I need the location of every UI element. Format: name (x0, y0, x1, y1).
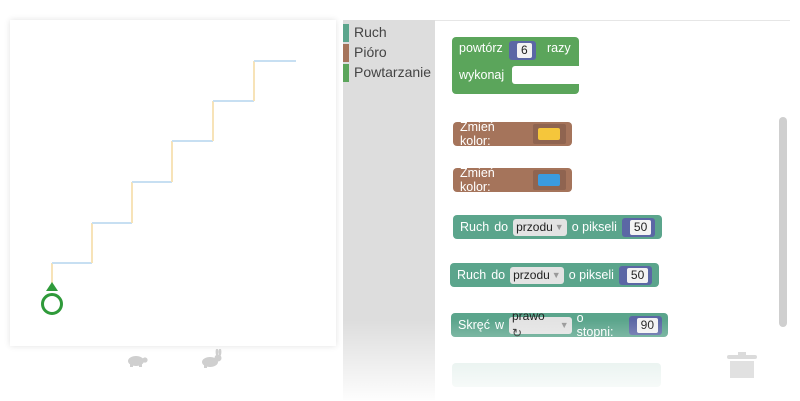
times-label: razy (547, 41, 571, 55)
category-color-swatch (343, 64, 349, 82)
distance-input[interactable]: 50 (621, 217, 656, 237)
degrees-label: o stopni: (576, 311, 614, 339)
direction-dropdown[interactable]: przodu▼ (513, 218, 567, 236)
color-picker[interactable] (532, 124, 566, 144)
set-color-label: Zmień kolor: (460, 120, 495, 148)
trash-icon[interactable] (725, 352, 759, 378)
repeat-count-input[interactable]: 6 (509, 41, 536, 60)
block-toolbox: Ruch Pióro Powtarzanie (343, 20, 435, 400)
move-label: Ruch (457, 268, 487, 282)
move-do-label: do (491, 268, 506, 282)
rabbit-icon[interactable] (198, 349, 224, 369)
move-block[interactable]: Ruch do przodu▼ o pikseli 50 (453, 215, 662, 239)
toolbox-category-pen[interactable]: Pióro (343, 42, 435, 62)
speed-control[interactable] (110, 347, 250, 371)
category-label: Ruch (354, 24, 387, 40)
category-label: Powtarzanie (354, 64, 432, 80)
staircase-drawing (41, 60, 296, 315)
turn-in-label: w (494, 318, 504, 332)
repeat-label: powtórz (459, 41, 503, 55)
toolbox-category-loops[interactable]: Powtarzanie (343, 62, 435, 82)
staircase-path (51, 60, 296, 283)
repeat-block[interactable]: powtórz 6 razy wykonaj (452, 37, 579, 94)
move-block-partial[interactable] (452, 363, 661, 387)
toolbox-category-movement[interactable]: Ruch (343, 22, 435, 42)
move-label: Ruch (460, 220, 490, 234)
set-color-block[interactable]: Zmień kolor: (453, 120, 572, 148)
move-do-label: do (494, 220, 509, 234)
category-color-swatch (343, 24, 349, 42)
turn-block[interactable]: Skręć w prawo ↻▼ o stopni: 90 (451, 309, 668, 340)
category-label: Pióro (354, 44, 387, 60)
color-picker[interactable] (532, 170, 566, 190)
turn-direction-dropdown[interactable]: prawo ↻▼ (508, 309, 572, 340)
color-swatch (538, 128, 561, 140)
workspace-scrollbar[interactable] (779, 117, 787, 327)
distance-input[interactable]: 50 (618, 265, 653, 285)
turtle-cursor (41, 282, 63, 315)
turn-label: Skręć (458, 318, 490, 332)
category-color-swatch (343, 44, 349, 62)
move-block[interactable]: Ruch do przodu▼ o pikseli 50 (450, 263, 659, 287)
do-label: wykonaj (459, 68, 505, 82)
angle-input[interactable]: 90 (628, 315, 662, 335)
repeat-body-slot[interactable] (512, 66, 579, 84)
set-color-block[interactable]: Zmień kolor: (453, 166, 572, 194)
direction-dropdown[interactable]: przodu▼ (510, 266, 564, 284)
color-swatch (538, 174, 561, 186)
turtle-icon[interactable] (125, 351, 149, 369)
set-color-label: Zmień kolor: (460, 166, 495, 194)
unit-label: o pikseli (568, 268, 614, 282)
drawing-canvas (10, 20, 336, 346)
unit-label: o pikseli (571, 220, 617, 234)
